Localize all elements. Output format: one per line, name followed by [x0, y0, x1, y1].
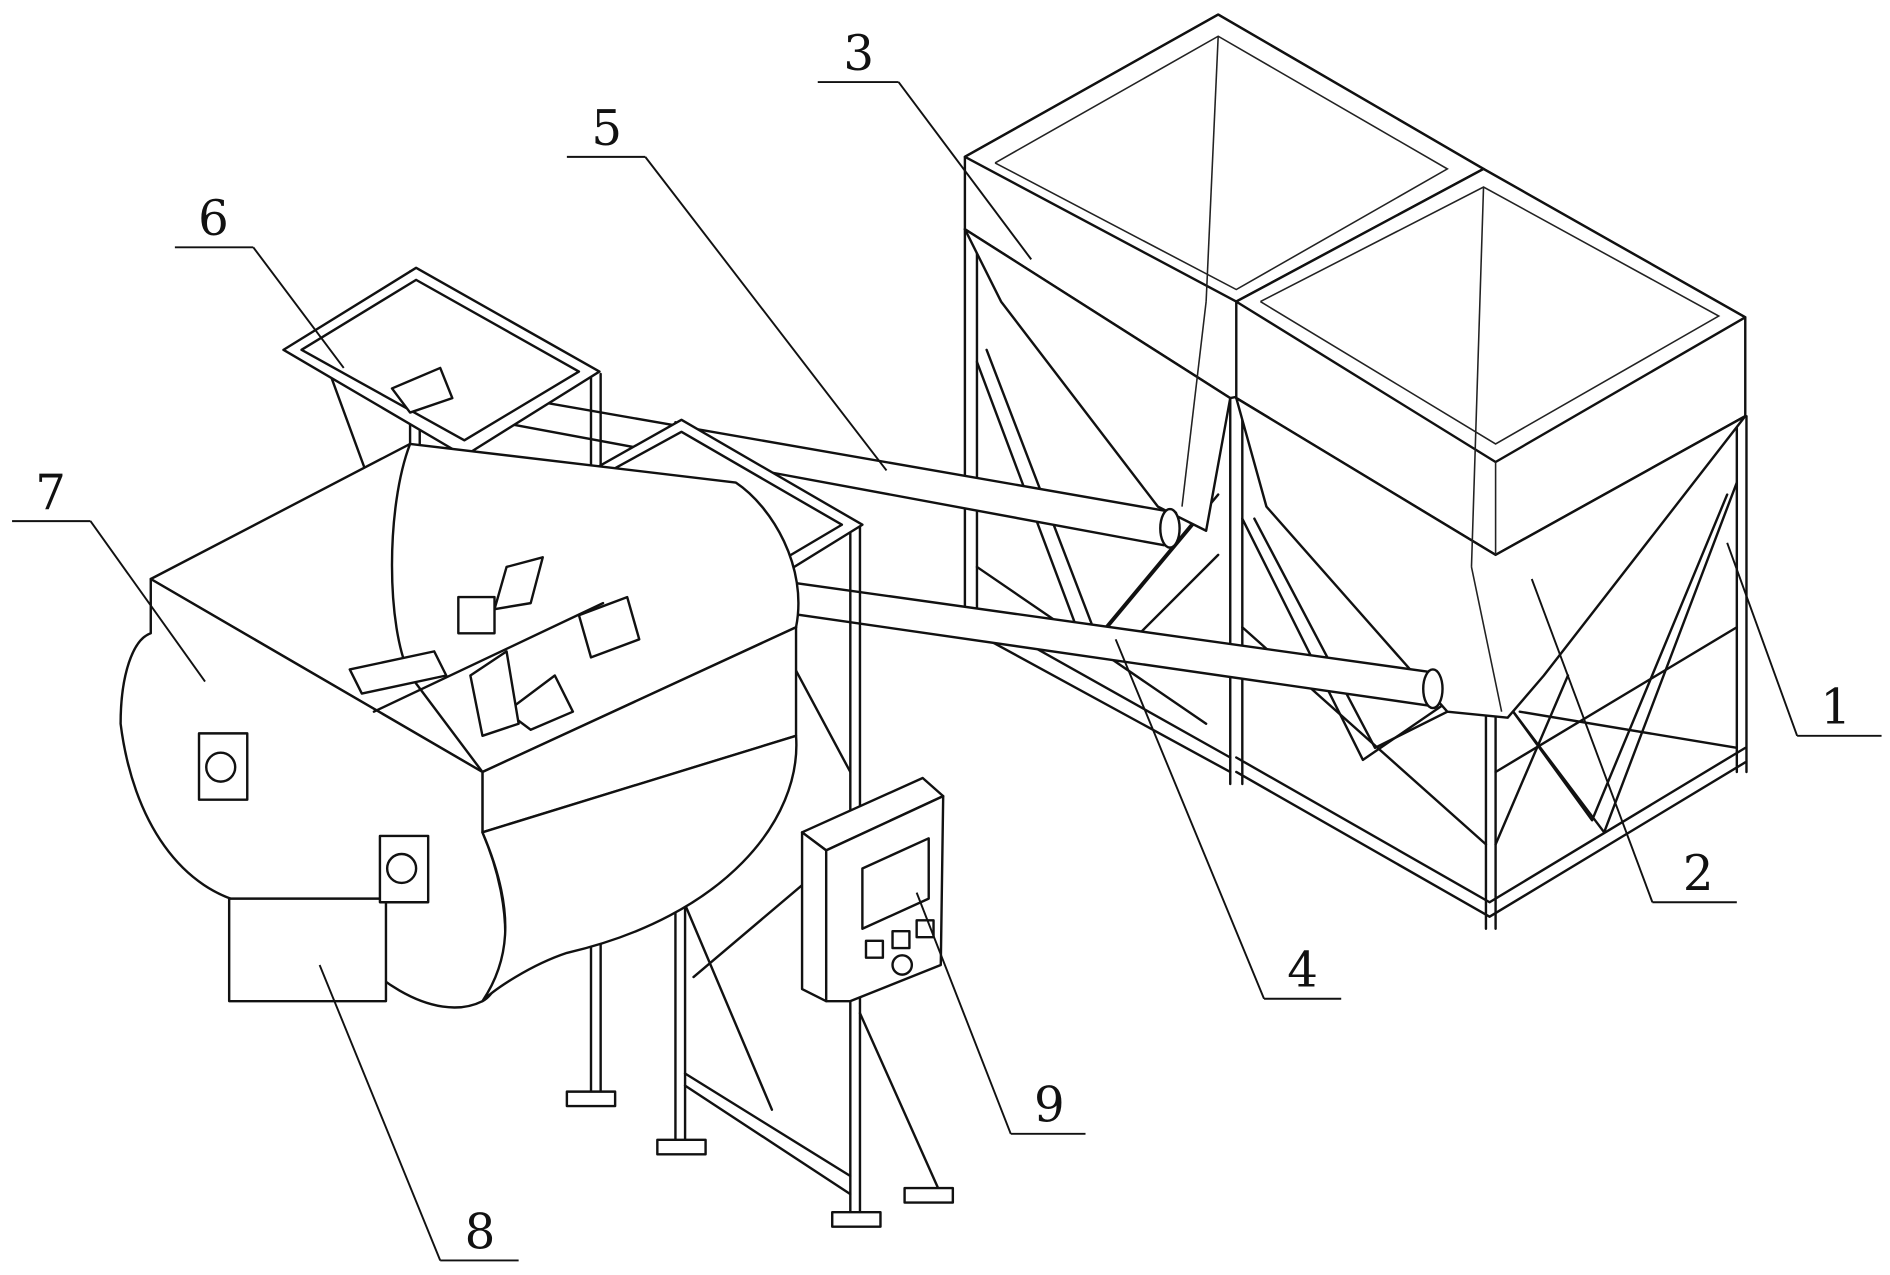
label-7-text: 7 — [35, 465, 66, 521]
control-box-9 — [802, 778, 943, 1001]
label-8: 8 — [320, 965, 519, 1261]
label-4-text: 4 — [1287, 943, 1318, 999]
mixer-7 — [121, 444, 799, 1008]
label-2-text: 2 — [1683, 846, 1714, 902]
label-6-text: 6 — [198, 191, 229, 247]
label-1-text: 1 — [1820, 680, 1851, 736]
label-3-text: 3 — [843, 26, 874, 82]
label-4: 4 — [1116, 639, 1342, 998]
label-5-text: 5 — [591, 101, 622, 157]
label-8-text: 8 — [465, 1204, 496, 1260]
bearing-housing-lower — [380, 836, 428, 902]
label-9-text: 9 — [1034, 1078, 1065, 1134]
label-1: 1 — [1727, 543, 1881, 736]
bearing-housing-upper — [199, 733, 247, 799]
